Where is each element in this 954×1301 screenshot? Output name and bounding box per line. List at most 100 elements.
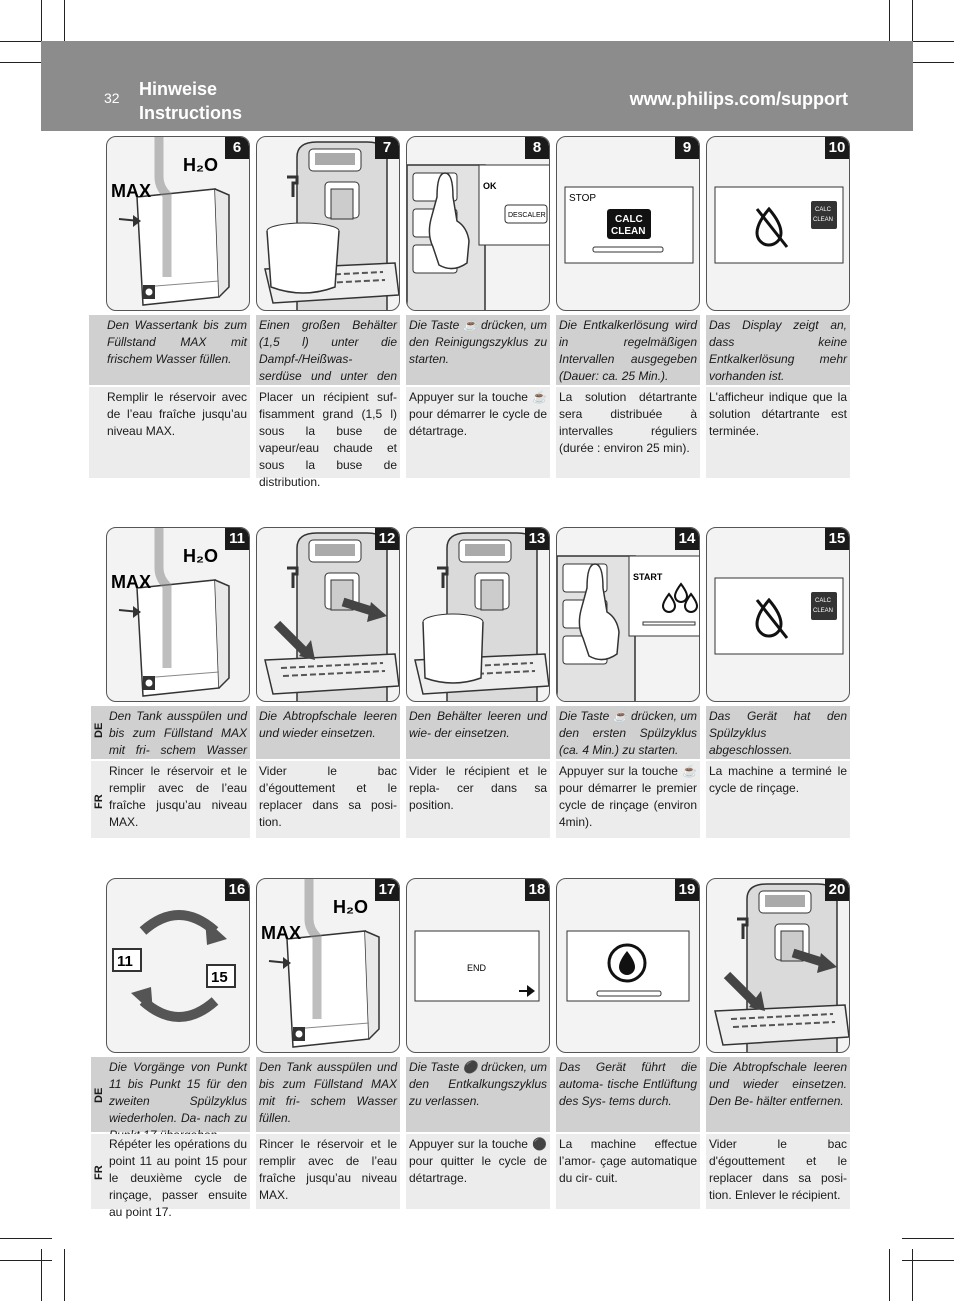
max-label: MAX — [261, 923, 301, 943]
crop-mark — [902, 1260, 954, 1261]
memo-cup-icon: ☕ — [682, 764, 697, 778]
crop-mark — [0, 1260, 52, 1261]
step-15: CALC CLEAN 15 Das Gerät hat den Spülzykl… — [706, 527, 850, 838]
memo-cup-icon: ☕ — [462, 318, 478, 332]
step-text-fr: Remplir le réservoir avec de l’eau fraîc… — [89, 387, 250, 478]
lang-column-de: DE — [91, 1057, 108, 1132]
crop-mark — [889, 0, 890, 52]
lang-label-fr: FR — [93, 794, 105, 809]
step-number: 19 — [675, 879, 699, 901]
steam-drop-icon: ⚫ — [462, 1060, 478, 1074]
ok-label: OK — [483, 181, 497, 191]
step-number: 11 — [225, 528, 249, 550]
no-water-icon — [755, 597, 783, 638]
calc-label: CALC — [815, 207, 832, 213]
crop-mark — [41, 1249, 42, 1301]
step-text-de: Die Abtropfschale leeren und wieder eins… — [706, 1057, 850, 1132]
step-text-de: Die Taste ☕ drücken, um den ersten Spülz… — [556, 706, 700, 759]
crop-mark — [0, 1238, 52, 1239]
step-6: MAX H₂O 6 Den Wassertank bis zum Füllsta… — [89, 136, 250, 478]
step-9: STOP CALC CLEAN 9 Die Entkalkerlösung wi… — [556, 136, 700, 478]
step-illustration: 11 15 16 — [106, 878, 250, 1053]
steps-row-2: DE FR MAX H₂O 11 Den Tank ausspülen und … — [91, 527, 851, 838]
step-text-fr: Vider le bac d’égouttement et le replace… — [256, 761, 400, 838]
step-14: START 14 Die Taste ☕ drücken, um den ers… — [556, 527, 700, 838]
step-text-de: Das Display zeigt an, dass keine Entkalk… — [706, 315, 850, 385]
step-text-de: Die Taste ⚫ drücken, um den Entkalkungsz… — [406, 1057, 550, 1132]
stop-label: STOP — [569, 193, 596, 204]
step-text-de: Das Gerät führt die automa- tische Entlü… — [556, 1057, 700, 1132]
step-number: 16 — [225, 879, 249, 901]
step-text-fr: La solution détartrante sera distribuée … — [556, 387, 700, 478]
step-10: CALC CLEAN 10 Das Display zeigt an, dass… — [706, 136, 850, 478]
step-illustration: MAX H₂O 11 — [106, 527, 250, 702]
display-illustration: CALC CLEAN — [714, 577, 844, 655]
water-drop-icon — [673, 582, 689, 603]
step-number: 9 — [675, 137, 699, 159]
no-water-icon — [755, 206, 783, 247]
water-tank-illustration: MAX H₂O — [261, 879, 400, 1053]
step-number: 14 — [675, 528, 699, 550]
h2o-label: H₂O — [183, 546, 218, 566]
step-text-fr: La machine a terminé le cycle de rinçage… — [706, 761, 850, 838]
max-label: MAX — [111, 181, 151, 201]
calc-label: CALC — [815, 598, 832, 604]
step-13: 13 Den Behälter leeren und wie- der eins… — [406, 527, 550, 838]
memo-cup-icon: ☕ — [612, 709, 628, 723]
step-number: 7 — [375, 137, 399, 159]
steps-row-3: DE FR 11 15 16 Die Vorgänge von Punkt 11… — [91, 878, 851, 1219]
step-16: 11 15 16 Die Vorgänge von Punkt 11 bis P… — [106, 878, 250, 1219]
step-illustration: START 14 — [556, 527, 700, 702]
step-17: MAX H₂O 17 Den Tank ausspülen und bis zu… — [256, 878, 400, 1209]
crop-mark — [912, 1249, 913, 1301]
step-illustration: CALC CLEAN 15 — [706, 527, 850, 702]
step-illustration: MAX H₂O 6 — [106, 136, 250, 311]
steam-drop-icon: ⚫ — [532, 1137, 547, 1151]
step-illustration: STOP CALC CLEAN 9 — [556, 136, 700, 311]
clean-label: CLEAN — [611, 226, 645, 237]
step-text-de: Den Behälter leeren und wie- der einsetz… — [406, 706, 550, 759]
display-illustration: END — [414, 930, 540, 1002]
step-illustration: 19 — [556, 878, 700, 1053]
step-text-fr: Vider le récipient et le repla- cer dans… — [406, 761, 550, 838]
crop-mark — [902, 62, 954, 63]
step-ref-11: 11 — [117, 953, 133, 970]
step-text-fr: La machine effectue l’amor- çage automat… — [556, 1134, 700, 1209]
step-illustration: MAX H₂O 17 — [256, 878, 400, 1053]
step-text-fr: L'afficheur indique que la solution déta… — [706, 387, 850, 478]
step-number: 6 — [225, 137, 249, 159]
step-text-de: Den Tank ausspülen und bis zum Füllstand… — [106, 706, 250, 774]
step-11: MAX H₂O 11 Den Tank ausspülen und bis zu… — [106, 527, 250, 838]
button-press-illustration: OK DESCALER — [407, 164, 549, 310]
step-number: 20 — [825, 879, 849, 901]
step-7: 7 Einen großen Behälter (1,5 l) unter di… — [256, 136, 400, 489]
clean-label: CLEAN — [813, 608, 833, 614]
water-tank-illustration: MAX H₂O — [111, 137, 250, 311]
lang-column-de: DE — [91, 706, 108, 759]
page-number: 32 — [104, 90, 120, 106]
memo-cup-icon: ☕ — [532, 390, 547, 404]
step-text-fr: Rincer le réservoir et le remplir avec d… — [106, 761, 250, 838]
step-number: 17 — [375, 879, 399, 901]
display-illustration: CALC CLEAN — [714, 186, 844, 264]
step-illustration: 13 — [406, 527, 550, 702]
step-text-de: Den Wassertank bis zum Füllstand MAX mit… — [89, 315, 250, 385]
step-number: 18 — [525, 879, 549, 901]
step-number: 12 — [375, 528, 399, 550]
water-drop-icon — [683, 592, 699, 613]
step-text-de: Den Tank ausspülen und bis zum Füllstand… — [256, 1057, 400, 1132]
end-label: END — [467, 963, 487, 973]
step-8: OK DESCALER 8 Die Taste ☕ drücken, um de… — [406, 136, 550, 478]
step-text-fr: Répéter les opérations du point 11 au po… — [106, 1134, 250, 1219]
calc-label: CALC — [615, 214, 643, 225]
display-illustration — [566, 930, 690, 1002]
support-url: www.philips.com/support — [629, 89, 848, 109]
step-illustration: END 18 — [406, 878, 550, 1053]
step-text-fr: Appuyer sur la touche ☕ pour démarrer le… — [556, 761, 700, 838]
crop-mark — [0, 41, 52, 42]
step-number: 13 — [525, 528, 549, 550]
page-header: 32 Hinweise Instructions www.philips.com… — [41, 41, 913, 131]
step-text-fr: Appuyer sur la touche ☕ pour démarrer le… — [406, 387, 550, 478]
step-text-fr: Vider le bac d'égouttement et le replace… — [706, 1134, 850, 1209]
descaler-label: DESCALER — [508, 212, 546, 219]
